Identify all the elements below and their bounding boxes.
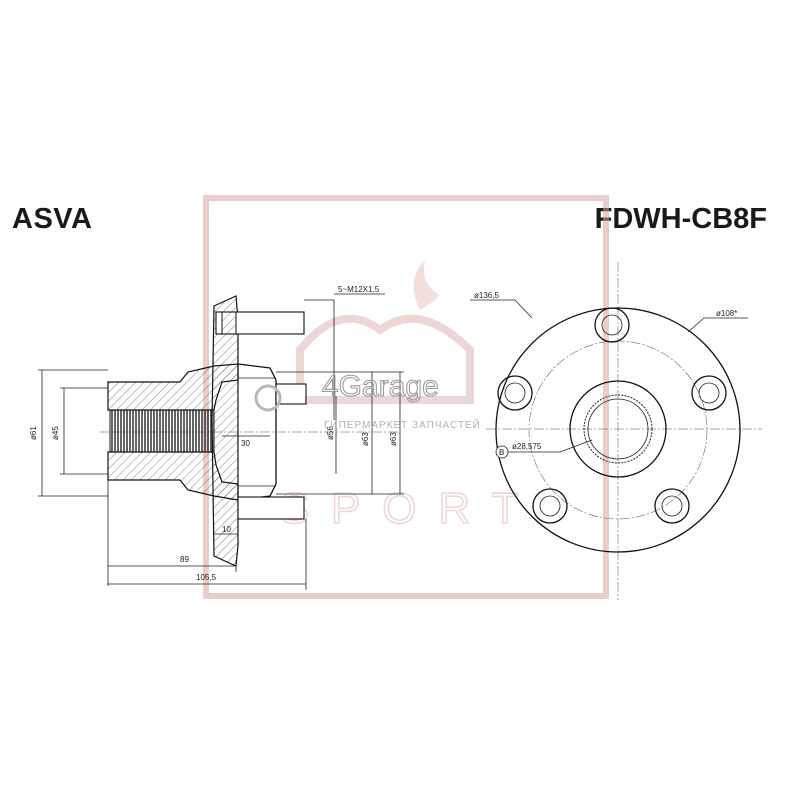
front-view: ø136,5 ø108* B ø28,575 <box>470 262 762 600</box>
stud-lower <box>237 496 305 520</box>
d45-dim: ø45 <box>51 426 60 440</box>
brand-label: ASVA <box>12 203 93 235</box>
d61-dim: ø61 <box>29 426 38 440</box>
len30-dim: 30 <box>241 439 250 448</box>
watermark-gear-icon <box>254 384 282 412</box>
len10-dim: 10 <box>222 525 231 534</box>
stud-hole-right <box>691 375 727 411</box>
stud-middle <box>275 383 307 405</box>
spline-dim: ø28,575 <box>512 442 542 451</box>
len89-dim: 89 <box>180 555 189 564</box>
watermark-text: 4Garage ГИПЕРМАРКЕТ ЗАПЧАСТЕЙ <box>254 369 481 431</box>
stud-hole-left <box>497 375 533 411</box>
watermark-sport: SPORT <box>280 484 541 533</box>
d56-dim: ø56 <box>326 426 335 440</box>
watermark-tagline: ГИПЕРМАРКЕТ ЗАПЧАСТЕЙ <box>324 418 481 431</box>
stud-hole-top <box>594 307 630 343</box>
watermark-logo <box>296 314 474 404</box>
pcd-dim: ø136,5 <box>474 291 499 300</box>
flange-outer-circle <box>495 307 741 553</box>
part-number: FDWH-CB8F <box>594 203 767 235</box>
hole-leader <box>687 317 705 333</box>
hole-dim: ø108* <box>716 309 737 318</box>
hub-circle <box>569 380 667 478</box>
watermark-site: 4Garage <box>322 370 439 403</box>
thread-dim: 5~M12X1.5 <box>338 285 380 294</box>
d63a-dim: ø63 <box>361 432 370 446</box>
watermark-flame <box>413 260 440 310</box>
spline-leader <box>559 439 593 453</box>
thread-leader <box>304 299 335 420</box>
datum-marker-label: B <box>499 448 504 457</box>
d63b-dim: ø63 <box>389 432 398 446</box>
side-view: 5~M12X1.5 ø61 ø45 ø56 ø63 ø63 30 10 <box>29 285 404 590</box>
stud-upper <box>215 311 305 335</box>
pcd-leader <box>514 299 533 319</box>
len105-dim: 105,5 <box>196 573 217 582</box>
spline-circle <box>583 394 653 464</box>
spline-shaft <box>109 409 215 453</box>
stud-hole-bottom-left <box>532 488 568 524</box>
stud-hole-bottom-right <box>654 488 690 524</box>
spline-inner-circle <box>587 398 649 460</box>
stud-upper-knurl <box>221 311 237 335</box>
